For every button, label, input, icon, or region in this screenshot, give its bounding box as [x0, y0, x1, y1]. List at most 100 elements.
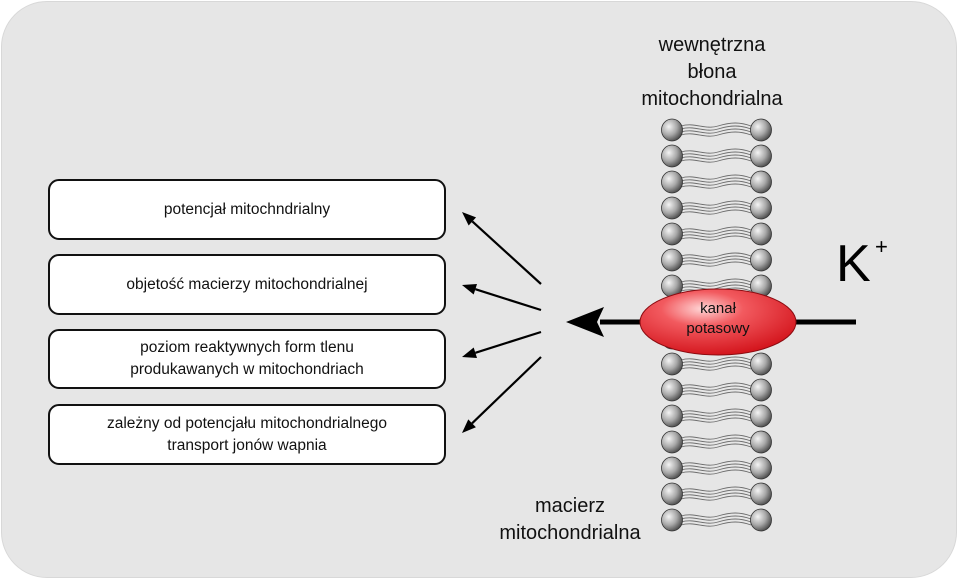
lipid-head — [750, 352, 772, 376]
lipid-tail — [680, 434, 752, 440]
effect-arrow-3-head — [462, 347, 478, 359]
lipid-tail — [680, 255, 752, 261]
lipid-tail — [680, 492, 752, 498]
lipid-tail — [680, 440, 752, 446]
lipid-tail — [680, 466, 752, 472]
lipid-tail — [680, 388, 752, 394]
lipid-tail — [680, 414, 752, 420]
lipid-tail — [680, 128, 752, 134]
lipid-tail — [680, 518, 752, 524]
lipid-tail — [680, 235, 752, 241]
membrane-label-line: błona — [687, 61, 737, 83]
lipid-tail — [680, 177, 752, 183]
effect-box-potential: potencjał mitochndrialny — [48, 179, 446, 240]
effect-text-line: transport jonów wapnia — [167, 436, 327, 454]
channel-label-line: potasowy — [686, 320, 750, 337]
lipid-head — [661, 430, 683, 454]
effect-arrow-2-head — [462, 283, 478, 295]
effect-arrow-1-shaft — [471, 220, 542, 285]
lipid-tail — [680, 365, 752, 371]
lipid-tail — [680, 229, 752, 235]
effect-text-line: potencjał mitochndrialny — [163, 200, 331, 218]
lipid-tail — [680, 437, 752, 443]
lipid-tail — [680, 460, 752, 466]
lipid-tail — [680, 232, 752, 238]
lipid-tail — [680, 362, 752, 368]
effect-arrow-3-shaft — [475, 330, 542, 354]
effect-arrow-4-shaft — [471, 356, 542, 425]
lipid-tail — [680, 382, 752, 388]
lipid-tail — [680, 521, 752, 527]
lipid-tail — [680, 261, 752, 267]
lipid-tail — [680, 281, 752, 287]
effect-text-line: poziom reaktywnych form tlenu — [140, 339, 354, 356]
lipid-head — [661, 248, 683, 272]
lipid-tail — [680, 200, 752, 206]
lipid-tail — [680, 417, 752, 423]
lipid-tail — [680, 356, 752, 362]
lipid-head — [661, 118, 683, 142]
lipid-head — [661, 196, 683, 220]
lipid-tail — [680, 157, 752, 163]
membrane-label-line: mitochondrialna — [641, 88, 783, 110]
lipid-tail — [680, 278, 752, 284]
effect-arrow-4-head — [462, 419, 476, 433]
lipid-tail — [680, 226, 752, 232]
lipid-head — [750, 378, 772, 402]
lipid-head — [661, 222, 683, 246]
lipid-head — [750, 222, 772, 246]
lipid-tail — [680, 258, 752, 264]
lipid-tail — [680, 495, 752, 501]
effect-box-ros: poziom reaktywnych form tlenu produkawan… — [48, 329, 446, 389]
effect-box-calcium: zależny od potencjału mitochondrialnego … — [48, 404, 446, 465]
phospholipid-bilayer-icon — [661, 118, 772, 532]
potassium-ion-charge: + — [875, 234, 888, 259]
lipid-tail — [680, 148, 752, 154]
lipid-head — [750, 404, 772, 428]
lipid-head — [661, 482, 683, 506]
matrix-label-line: mitochondrialna — [499, 522, 641, 544]
lipid-tail — [680, 131, 752, 137]
potassium-channel-shape — [639, 288, 797, 356]
lipid-tail — [680, 180, 752, 186]
main-arrow-head — [566, 307, 604, 337]
lipid-head — [661, 456, 683, 480]
lipid-head — [661, 378, 683, 402]
lipid-tail — [680, 252, 752, 258]
effect-arrow-2-shaft — [475, 288, 542, 312]
lipid-tail — [680, 209, 752, 215]
lipid-head — [661, 508, 683, 532]
lipid-tail — [680, 489, 752, 495]
lipid-head — [750, 456, 772, 480]
lipid-tail — [680, 515, 752, 521]
lipid-tail — [680, 411, 752, 417]
effect-box-volume: objetość macierzy mitochondrialnej — [48, 254, 446, 315]
lipid-tail — [680, 174, 752, 180]
lipid-head — [750, 170, 772, 194]
lipid-head — [750, 248, 772, 272]
channel-label-line: kanał — [700, 300, 736, 317]
lipid-tail — [680, 125, 752, 131]
lipid-head — [750, 144, 772, 168]
lipid-tail — [680, 151, 752, 157]
effect-arrow-1-head — [462, 212, 477, 226]
lipid-head — [661, 352, 683, 376]
lipid-head — [661, 144, 683, 168]
lipid-tail — [680, 486, 752, 492]
lipid-tail — [680, 463, 752, 469]
potassium-ion-symbol: K — [836, 235, 871, 293]
lipid-head — [750, 430, 772, 454]
lipid-tail — [680, 512, 752, 518]
lipid-tail — [680, 359, 752, 365]
lipid-head — [750, 118, 772, 142]
lipid-tail — [680, 284, 752, 290]
matrix-label: macierz mitochondrialna — [466, 493, 674, 547]
membrane-label: wewnętrzna błona mitochondrialna — [612, 32, 812, 113]
lipid-tail — [680, 385, 752, 391]
lipid-tail — [680, 122, 752, 128]
membrane-label-line: wewnętrzna — [658, 34, 766, 56]
lipid-head — [750, 196, 772, 220]
lipid-head — [750, 508, 772, 532]
lipid-tail — [680, 443, 752, 449]
